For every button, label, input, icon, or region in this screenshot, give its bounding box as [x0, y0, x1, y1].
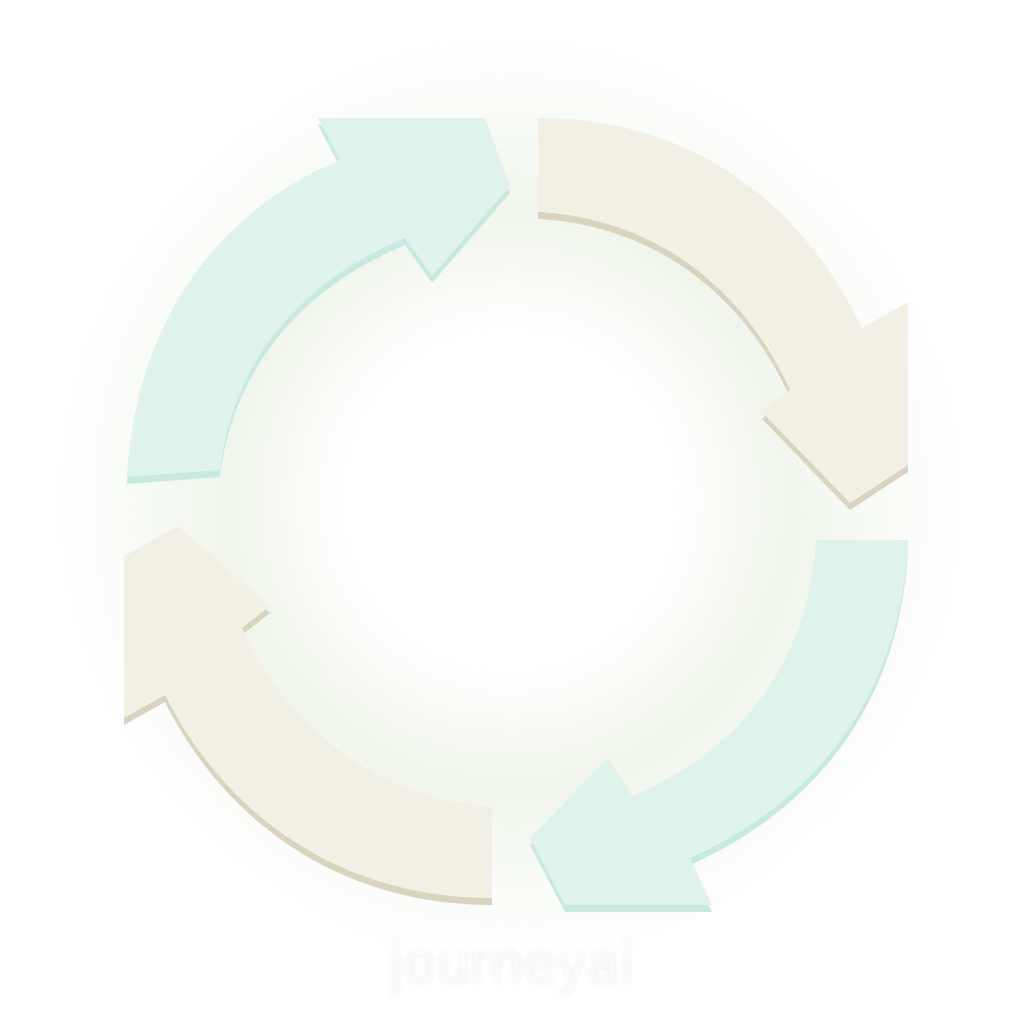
- cycle-arrow-bottom-left-face: [124, 526, 492, 898]
- cycle-arrow-bottom-right-face: [530, 540, 908, 905]
- cycle-arrow-top-right-face: [538, 118, 908, 503]
- cycle-arrow-top-right: [538, 118, 908, 510]
- cycle-arrow-bottom-right: [530, 540, 908, 912]
- background-glow: [60, 40, 960, 960]
- watermark-text: journeyai: [389, 931, 635, 996]
- cycle-arrow-bottom-left: [124, 526, 492, 905]
- cycle-arrow-top-left-face: [127, 118, 510, 477]
- cycle-arrow-top-left: [127, 118, 510, 484]
